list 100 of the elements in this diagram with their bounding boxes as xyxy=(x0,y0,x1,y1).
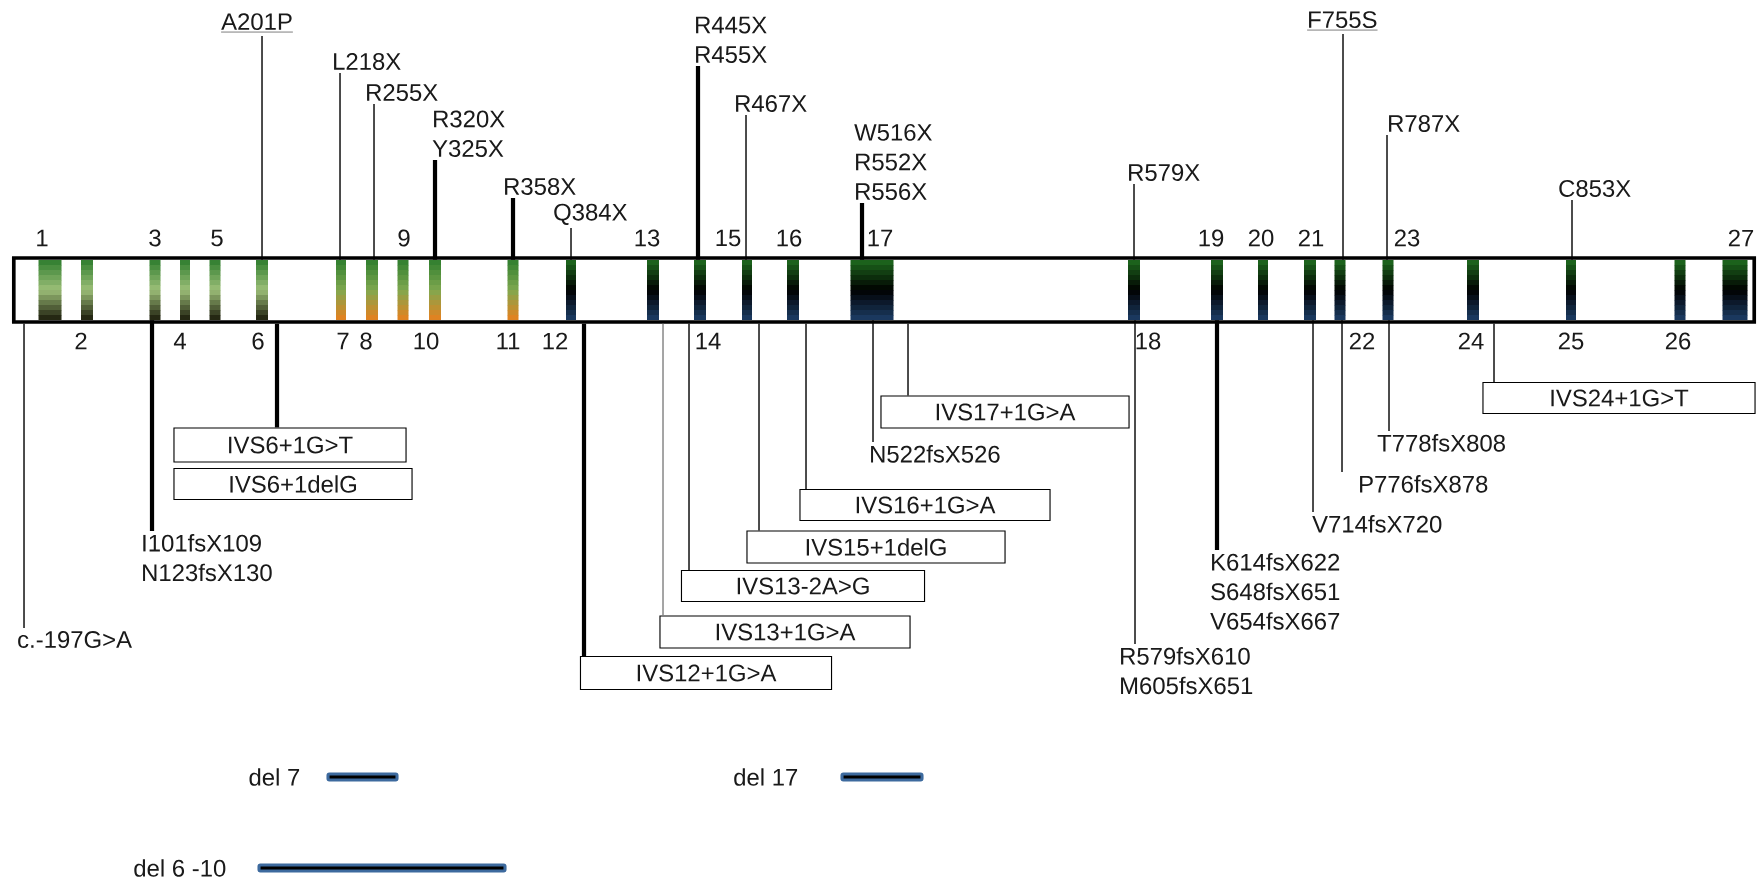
leader-line xyxy=(695,66,701,260)
node-label: 26 xyxy=(1665,332,1691,350)
exon: 24 xyxy=(1458,260,1484,350)
leader-line xyxy=(688,323,690,571)
node-label: 10 xyxy=(414,332,439,350)
leader-line xyxy=(907,323,909,397)
leader-line xyxy=(581,323,587,656)
node-label: 12 xyxy=(543,332,568,350)
exon: 21 xyxy=(1298,229,1324,320)
node-label: 3 xyxy=(149,229,161,247)
mutation-label: V714fsX720 xyxy=(1312,515,1442,533)
exon: 6 xyxy=(252,260,268,350)
mutation-box: IVS17+1G>A xyxy=(880,395,1130,429)
leader-line xyxy=(1312,319,1314,513)
leader-line xyxy=(1341,319,1343,473)
mutation-box: IVS13-2A>G xyxy=(680,569,926,603)
mutation-label: L218X xyxy=(334,53,401,70)
mutation-label: N522fsX526 xyxy=(871,445,1000,463)
leader-line xyxy=(872,319,874,443)
mutation-label: R320X Y325X xyxy=(432,110,505,157)
node-label: 15 xyxy=(716,229,741,247)
node-label: 13 xyxy=(635,229,660,247)
leader-line xyxy=(373,103,375,261)
leader-line xyxy=(1214,320,1220,550)
leader-line xyxy=(570,227,572,261)
node-label: 20 xyxy=(1248,229,1274,247)
exon: 7 xyxy=(336,260,349,350)
mutation-label: I101fsX109 N123fsX130 xyxy=(143,534,272,582)
node-label: 5 xyxy=(211,229,223,247)
exon: 17 xyxy=(850,229,894,320)
mutation-label: C853X xyxy=(1559,180,1631,197)
node-label: 19 xyxy=(1199,229,1224,247)
mutation-box: IVS24+1G>T xyxy=(1482,381,1756,415)
mutation-label: F755S xyxy=(1306,11,1378,31)
leader-line xyxy=(1134,319,1136,645)
leader-line xyxy=(1571,199,1573,261)
node-label: 2 xyxy=(75,332,87,350)
exon: 27 xyxy=(1722,229,1754,320)
node-label: 24 xyxy=(1458,332,1484,350)
exon: 4 xyxy=(173,260,190,350)
mutation-label: R579fsX610 M605fsX651 xyxy=(1121,647,1253,695)
leader-line xyxy=(510,198,516,260)
node-label: 7 xyxy=(337,332,349,350)
leader-line xyxy=(1388,319,1390,432)
mutation-label: T778fsX808 xyxy=(1377,434,1505,452)
exon: 22 xyxy=(1334,260,1375,350)
node-label: 11 xyxy=(497,332,520,350)
exon: 23 xyxy=(1382,229,1420,320)
mutation-label: W516X R552X R556X xyxy=(854,123,932,200)
exon: 26 xyxy=(1665,260,1691,350)
exon: 12 xyxy=(543,260,576,350)
node-label: 21 xyxy=(1298,229,1324,247)
mutation-label: R255X xyxy=(367,84,438,101)
leader-line xyxy=(662,323,664,617)
leader-line xyxy=(1133,183,1135,261)
node-label: 18 xyxy=(1136,332,1161,350)
mutation-label: P776fsX878 xyxy=(1360,475,1488,493)
leader-line xyxy=(758,323,760,532)
mutation-label: K614fsX622 S648fsX651 V654fsX667 xyxy=(1210,553,1340,630)
mutation-label: R787X xyxy=(1389,115,1460,132)
node-label: 23 xyxy=(1394,229,1420,247)
leader-line xyxy=(339,72,341,261)
mutation-box: IVS15+1delG xyxy=(746,530,1006,564)
leader-line xyxy=(23,323,25,629)
mutation-label: R445X R455X xyxy=(696,16,767,63)
mutation-box: IVS6+1G>T xyxy=(173,427,407,463)
node-label: 1 xyxy=(37,229,48,247)
exon: 8 xyxy=(360,260,378,350)
leader-line xyxy=(149,320,155,531)
leader-line xyxy=(1493,323,1495,383)
deletion-label: del 7 xyxy=(249,768,300,786)
leader-line xyxy=(274,323,280,428)
exon: 9 xyxy=(397,229,410,320)
mutation-label: R467X xyxy=(736,95,807,112)
node-label: 14 xyxy=(696,332,721,350)
mutation-label: R579X xyxy=(1129,164,1200,181)
node-label: 25 xyxy=(1558,332,1584,350)
exon: 18 xyxy=(1128,260,1161,350)
node-label: 16 xyxy=(777,229,802,247)
node-label: 17 xyxy=(868,229,893,247)
node-label: 9 xyxy=(398,229,410,247)
leader-line xyxy=(432,160,438,260)
leader-line xyxy=(859,203,865,260)
node-label: 4 xyxy=(173,332,186,350)
mutation-label: c.-197G>A xyxy=(18,631,132,648)
exon: 3 xyxy=(149,229,161,320)
mutation-label: R358X xyxy=(505,178,576,195)
exon: 13 xyxy=(635,229,660,320)
mutation-box: IVS13+1G>A xyxy=(659,615,911,649)
deletion-label: del 17 xyxy=(734,768,798,786)
exon: 5 xyxy=(209,229,223,320)
exon: 1 xyxy=(37,229,62,320)
exon: 25 xyxy=(1558,260,1584,350)
node-label: 22 xyxy=(1349,332,1375,350)
gene-bar xyxy=(11,256,1757,324)
exon: 19 xyxy=(1199,229,1224,320)
deletion-label: del 6 -10 xyxy=(134,859,226,877)
leader-line xyxy=(1386,134,1388,261)
node-label: 6 xyxy=(252,332,264,350)
mutation-box: IVS12+1G>A xyxy=(579,655,833,691)
